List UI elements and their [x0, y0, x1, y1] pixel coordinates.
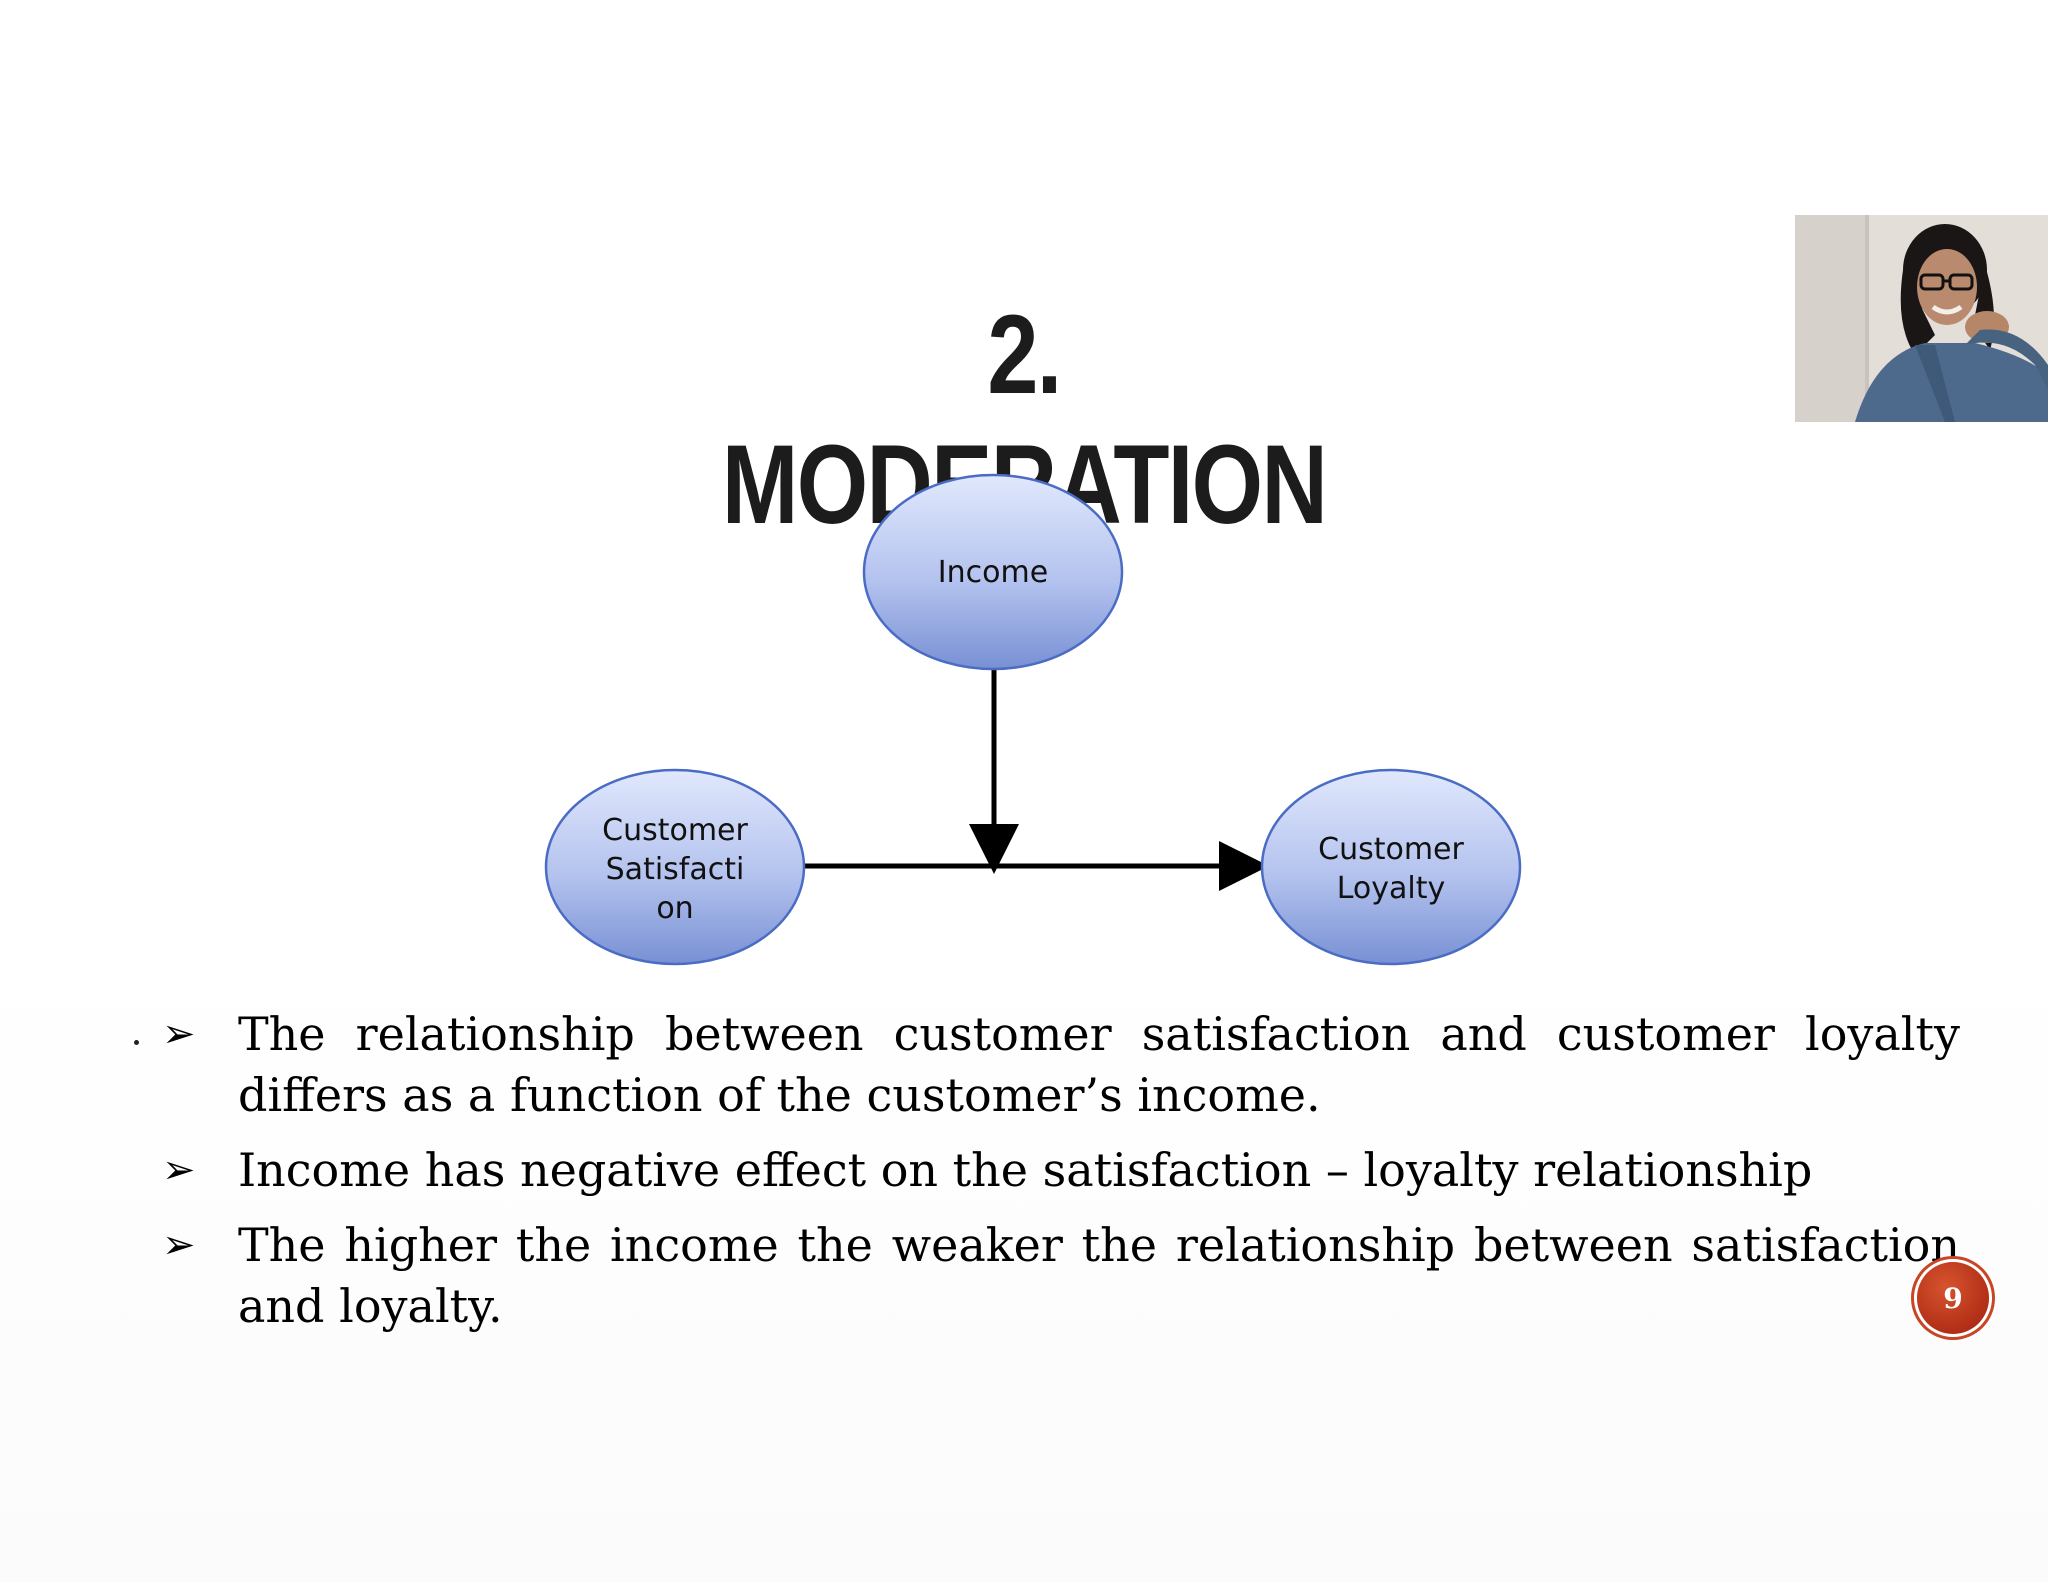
stray-dot [134, 1040, 139, 1045]
arrowhead-bullet-icon: ➢ [162, 1147, 196, 1193]
node-customer-loyalty: Customer Loyalty [1260, 768, 1522, 966]
page-number-badge: 9 [1917, 1262, 1989, 1334]
node-loyalty-label-line-2: Loyalty [1337, 871, 1446, 906]
bullet-text: The higher the income the weaker the rel… [238, 1218, 1960, 1333]
arrowhead-bullet-icon: ➢ [162, 1222, 196, 1268]
participant-video-thumbnail[interactable] [1795, 215, 2048, 422]
bullet-text: Income has negative effect on the satisf… [238, 1143, 1813, 1197]
node-satisfaction-label-line-2: Satisfacti [606, 852, 745, 887]
node-income-label: Income [938, 555, 1048, 590]
node-loyalty-label-line-1: Customer [1318, 832, 1464, 867]
node-customer-satisfaction: Customer Satisfacti on [544, 768, 806, 966]
arrowhead-bullet-icon: ➢ [162, 1011, 196, 1057]
participant-video-icon [1795, 215, 2048, 422]
slide-title: 2. MODERATION [721, 292, 1328, 547]
bullet-item: ➢ Income has negative effect on the sati… [160, 1140, 1960, 1201]
bullet-text: The relationship between customer satisf… [238, 1007, 1960, 1122]
bullet-item: ➢ The relationship between customer sati… [160, 1004, 1960, 1126]
node-satisfaction-label-line-3: on [656, 891, 693, 926]
node-satisfaction-label-line-1: Customer [602, 813, 748, 848]
bullet-item: ➢ The higher the income the weaker the r… [160, 1215, 1960, 1337]
